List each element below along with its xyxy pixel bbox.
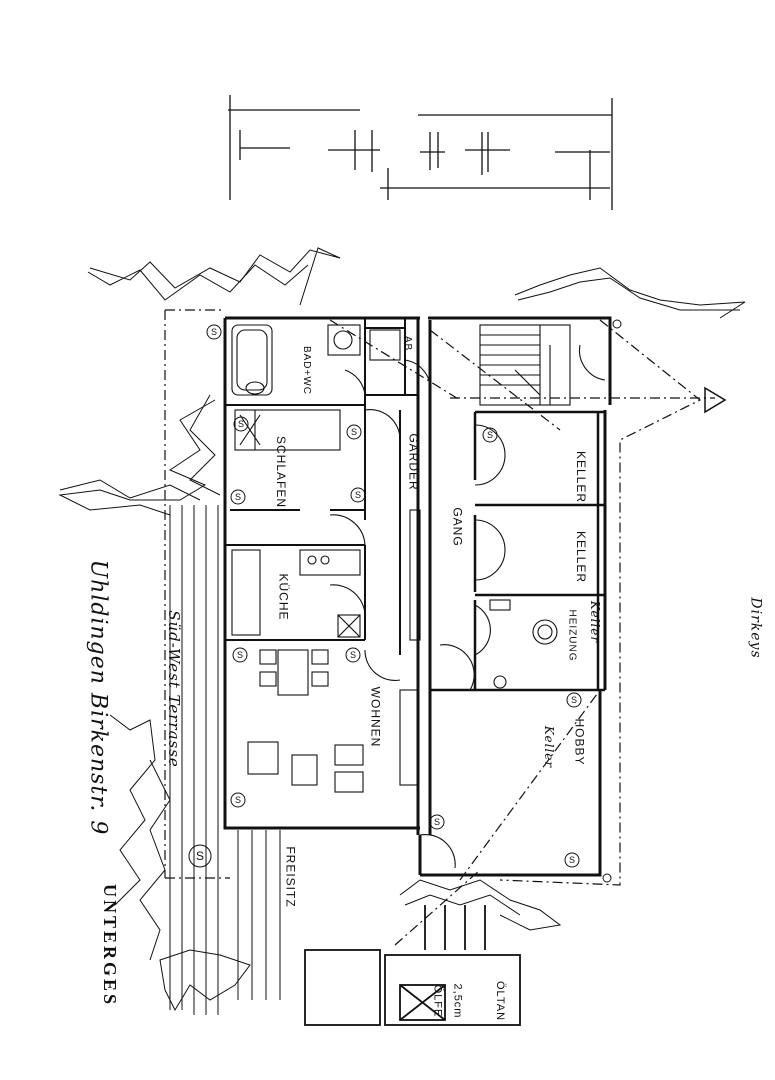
bathroom-fixtures <box>231 324 401 396</box>
room-label-hobby-keller: Keller <box>542 725 557 769</box>
room-label-schlafen: SCHLAFEN <box>274 435 289 509</box>
room-label-hobby: HOBBY <box>572 718 587 766</box>
svg-text:S: S <box>235 492 241 502</box>
svg-text:S: S <box>434 817 440 827</box>
oil-tank-structure <box>304 905 521 1026</box>
floor-title: UNTERGES <box>100 883 121 1008</box>
terrace-paving <box>169 505 281 1015</box>
door-swings <box>329 344 606 869</box>
room-label-garderobe: GARDER <box>406 433 421 491</box>
room-label-keller-2: KELLER <box>574 530 589 584</box>
svg-text:S: S <box>487 430 493 440</box>
room-label-ab: AB <box>402 335 414 352</box>
svg-text:S: S <box>237 650 243 660</box>
room-label-keller-heizung: Keller <box>588 600 603 644</box>
svg-text:S: S <box>571 695 577 705</box>
room-label-freisitz: FREISITZ <box>283 846 298 908</box>
kitchen-counter <box>231 549 361 638</box>
room-label-kueche: KÜCHE <box>276 573 291 621</box>
socket-symbols <box>188 319 622 883</box>
room-label-bad: BAD+WC <box>301 345 313 396</box>
room-label-gang: GANG <box>450 507 465 547</box>
address-note: Uhldingen Birkenstr. 9 <box>85 559 111 836</box>
svg-text:S: S <box>350 650 356 660</box>
room-label-keller-1: KELLER <box>574 450 589 504</box>
svg-text:S: S <box>235 795 241 805</box>
bed <box>234 409 341 451</box>
arrow-icon <box>704 386 727 414</box>
svg-text:S: S <box>211 327 217 337</box>
terrain-sketch <box>58 247 746 1012</box>
oil-fe-label: ÖLFE <box>431 984 444 1018</box>
cellar-walls <box>430 410 605 692</box>
outer-walls <box>223 316 612 877</box>
room-label-wohnen: WOHNEN <box>368 686 383 748</box>
living-furniture <box>247 509 421 793</box>
size-label: 2,5cm <box>451 983 464 1019</box>
room-label-heizung: HEIZUNG <box>566 609 578 662</box>
svg-text:S: S <box>351 427 357 437</box>
staircase <box>479 324 571 406</box>
svg-text:S: S <box>196 849 204 863</box>
heating-unit <box>489 599 558 689</box>
svg-text:S: S <box>238 419 244 429</box>
dining-table <box>259 649 329 696</box>
property-boundary <box>164 309 715 946</box>
dimension-lines <box>228 95 613 210</box>
svg-text:S: S <box>355 490 361 500</box>
terrace-label: Süd-West Terrasse <box>164 610 183 768</box>
svg-text:S: S <box>569 855 575 865</box>
oil-tank-label: ÖLTAN <box>494 980 507 1022</box>
dirkeys-note: Dirkeys <box>747 597 764 659</box>
inner-walls <box>225 318 418 655</box>
